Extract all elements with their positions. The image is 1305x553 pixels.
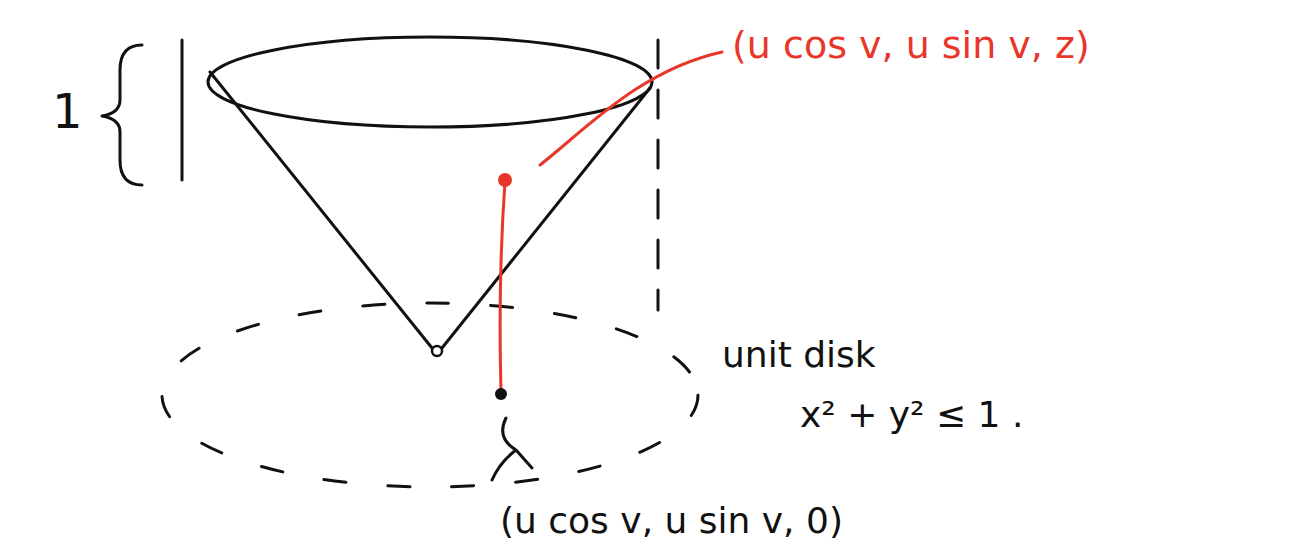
height-brace <box>102 45 142 185</box>
cone-side <box>210 72 432 348</box>
vertical-segment <box>500 182 505 392</box>
unit-disk-outline <box>162 303 698 487</box>
cylinder-wall <box>657 40 660 310</box>
point-brace <box>492 418 532 480</box>
height-label: 1 <box>52 84 83 139</box>
base-point <box>495 388 507 400</box>
cone-apex <box>432 346 442 356</box>
point-coordinates: (u cos v, u sin v, z) <box>732 24 1090 68</box>
region-label: unit disk <box>722 334 876 375</box>
top-ellipse <box>208 37 652 127</box>
base-coordinates: (u cos v, u sin v, 0) <box>500 500 843 541</box>
cone-side <box>442 88 650 348</box>
leader-line <box>540 52 722 165</box>
surface-point <box>498 173 512 187</box>
cylinder-wall <box>181 40 184 180</box>
region-equation: x² + y² ≤ 1 . <box>800 394 1023 435</box>
